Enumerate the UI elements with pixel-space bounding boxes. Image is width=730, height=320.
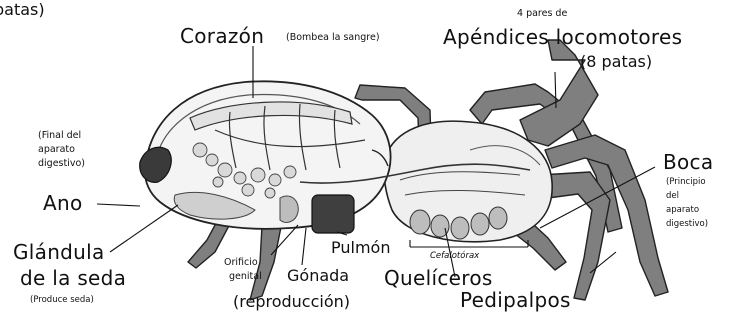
label-reproduccion: (reproducción) — [233, 294, 350, 311]
label-queliceros: Quelíceros — [384, 268, 493, 289]
gonad — [280, 196, 298, 222]
label-principio-4: digestivo) — [666, 220, 708, 229]
label-genital: genital — [229, 272, 262, 282]
label-boca: Boca — [663, 152, 713, 173]
label-final-aparato-3: digestivo) — [38, 159, 85, 169]
label-cefalotorax: Cefalotórax — [430, 252, 479, 261]
label-final-aparato-2: aparato — [38, 145, 75, 155]
label-de-la-seda: de la seda — [20, 268, 126, 289]
label-gonada: Gónada — [287, 268, 349, 285]
label-pares-note: 4 pares de — [517, 9, 567, 19]
label-corazon: Corazón — [180, 26, 264, 47]
label-principio-3: aparato — [666, 206, 699, 215]
label-principio-2: del — [666, 192, 679, 201]
cephalothorax — [384, 121, 552, 242]
label-principio-1: (Principio — [666, 178, 706, 187]
label-orificio: Orificio — [224, 258, 258, 268]
label-produce-seda: (Produce seda) — [30, 296, 94, 305]
label-pedipalpos: Pedipalpos — [460, 290, 571, 311]
label-apendices-locomotores: Apéndices locomotores — [443, 27, 682, 48]
label-glandula: Glándula — [13, 242, 105, 263]
label-corazon-note: (Bombea la sangre) — [286, 33, 380, 43]
label-ocho-patas: (8 patas) — [580, 54, 652, 71]
book-lung — [312, 195, 354, 233]
label-final-aparato-1: (Final del — [38, 131, 81, 141]
label-pulmon: Pulmón — [331, 240, 390, 257]
label-ano: Ano — [43, 193, 83, 214]
label-fragment-patas: patas) — [0, 2, 45, 19]
